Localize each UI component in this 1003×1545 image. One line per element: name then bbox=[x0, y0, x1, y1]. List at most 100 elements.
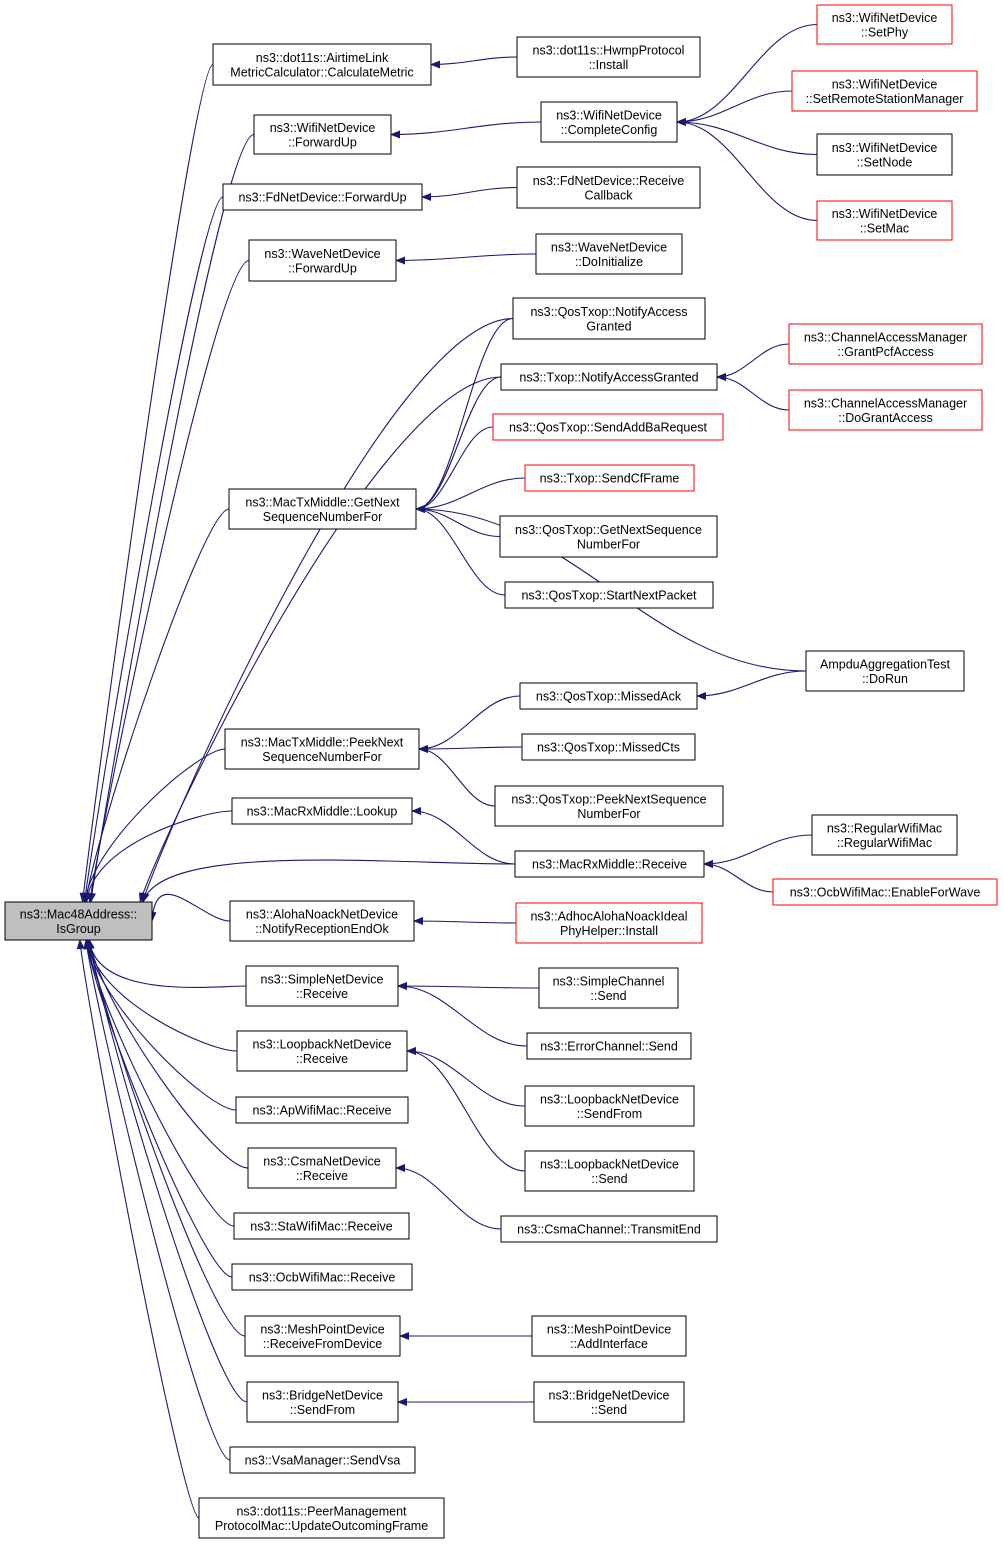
node-waveFwd[interactable]: ns3::WaveNetDevice::ForwardUp bbox=[248, 239, 397, 282]
node-box-txopNotify[interactable] bbox=[500, 363, 718, 391]
node-box-startNext[interactable] bbox=[504, 581, 714, 609]
node-loopSendFrom[interactable]: ns3::LoopbackNetDevice::SendFrom bbox=[524, 1085, 695, 1127]
node-box-fdFwd[interactable] bbox=[222, 183, 423, 211]
node-setMac[interactable]: ns3::WifiNetDevice::SetMac bbox=[816, 200, 953, 241]
node-vsa[interactable]: ns3::VsaManager::SendVsa bbox=[229, 1446, 416, 1474]
node-root[interactable]: ns3::Mac48Address::IsGroup bbox=[4, 901, 153, 941]
node-box-simpleRecv[interactable] bbox=[245, 965, 399, 1007]
node-sendCf[interactable]: ns3::Txop::SendCfFrame bbox=[524, 464, 695, 492]
node-box-simpleSend[interactable] bbox=[538, 967, 679, 1009]
node-loopSend[interactable]: ns3::LoopbackNetDevice::Send bbox=[524, 1150, 695, 1192]
node-loopRecv[interactable]: ns3::LoopbackNetDevice::Receive bbox=[236, 1030, 408, 1072]
node-regWifi[interactable]: ns3::RegularWifiMac::RegularWifiMac bbox=[811, 814, 958, 856]
node-txopNotify[interactable]: ns3::Txop::NotifyAccessGranted bbox=[500, 363, 718, 391]
node-rxLookup[interactable]: ns3::MacRxMiddle::Lookup bbox=[231, 797, 413, 825]
node-bridgeSend[interactable]: ns3::BridgeNetDevice::Send bbox=[533, 1381, 685, 1423]
node-box-meshRecv[interactable] bbox=[244, 1315, 401, 1357]
node-errSend[interactable]: ns3::ErrorChannel::Send bbox=[526, 1032, 692, 1060]
node-getNextMid[interactable]: ns3::MacTxMiddle::GetNextSequenceNumberF… bbox=[228, 488, 417, 530]
node-box-grantPcf[interactable] bbox=[788, 323, 983, 365]
node-box-qosNotify[interactable] bbox=[512, 297, 706, 340]
node-box-qosGetNext[interactable] bbox=[499, 515, 718, 558]
node-box-peekMid[interactable] bbox=[224, 728, 420, 770]
node-meshAdd[interactable]: ns3::MeshPointDevice::AddInterface bbox=[531, 1315, 687, 1357]
node-setRsm[interactable]: ns3::WifiNetDevice::SetRemoteStationMana… bbox=[791, 70, 978, 112]
node-ampdu[interactable]: AmpduAggregationTest::DoRun bbox=[805, 650, 965, 692]
node-missedAck[interactable]: ns3::QosTxop::MissedAck bbox=[519, 682, 698, 710]
node-box-qosPeek[interactable] bbox=[494, 785, 724, 827]
node-box-waveFwd[interactable] bbox=[248, 239, 397, 282]
node-box-bridgeSend[interactable] bbox=[533, 1381, 685, 1423]
node-box-rxRecv[interactable] bbox=[514, 850, 705, 878]
node-alohaNotify[interactable]: ns3::AlohaNoackNetDevice::NotifyReceptio… bbox=[229, 900, 415, 942]
node-box-loopRecv[interactable] bbox=[236, 1030, 408, 1072]
node-fdFwd[interactable]: ns3::FdNetDevice::ForwardUp bbox=[222, 183, 423, 211]
node-staRecv[interactable]: ns3::StaWifiMac::Receive bbox=[233, 1212, 410, 1240]
node-box-airtime[interactable] bbox=[212, 43, 432, 86]
node-airtime[interactable]: ns3::dot11s::AirtimeLinkMetricCalculator… bbox=[212, 43, 432, 86]
node-box-hwmp[interactable] bbox=[516, 36, 701, 78]
node-csmaRecv[interactable]: ns3::CsmaNetDevice::Receive bbox=[247, 1147, 397, 1189]
node-csmaTx[interactable]: ns3::CsmaChannel::TransmitEnd bbox=[500, 1215, 718, 1243]
node-adhocInstall[interactable]: ns3::AdhocAlohaNoackIdealPhyHelper::Inst… bbox=[515, 902, 703, 944]
node-box-staRecv[interactable] bbox=[233, 1212, 410, 1240]
node-box-setNode[interactable] bbox=[816, 133, 953, 176]
node-box-setPhy[interactable] bbox=[816, 4, 953, 45]
node-ocbEnable[interactable]: ns3::OcbWifiMac::EnableForWave bbox=[772, 878, 998, 906]
node-box-getNextMid[interactable] bbox=[228, 488, 417, 530]
node-box-bridgeFrom[interactable] bbox=[246, 1381, 399, 1423]
node-box-sendAddBa[interactable] bbox=[492, 413, 724, 441]
node-doGrant[interactable]: ns3::ChannelAccessManager::DoGrantAccess bbox=[788, 389, 983, 431]
node-box-errSend[interactable] bbox=[526, 1032, 692, 1060]
node-box-completeCfg[interactable] bbox=[540, 101, 678, 143]
node-box-vsa[interactable] bbox=[229, 1446, 416, 1474]
node-box-rxLookup[interactable] bbox=[231, 797, 413, 825]
node-qosNotify[interactable]: ns3::QosTxop::NotifyAccessGranted bbox=[512, 297, 706, 340]
node-setPhy[interactable]: ns3::WifiNetDevice::SetPhy bbox=[816, 4, 953, 45]
node-box-loopSend[interactable] bbox=[524, 1150, 695, 1192]
node-box-sendCf[interactable] bbox=[524, 464, 695, 492]
node-rxRecv[interactable]: ns3::MacRxMiddle::Receive bbox=[514, 850, 705, 878]
node-box-missedAck[interactable] bbox=[519, 682, 698, 710]
node-sendAddBa[interactable]: ns3::QosTxop::SendAddBaRequest bbox=[492, 413, 724, 441]
node-box-adhocInstall[interactable] bbox=[515, 902, 703, 944]
node-simpleRecv[interactable]: ns3::SimpleNetDevice::Receive bbox=[245, 965, 399, 1007]
node-hwmp[interactable]: ns3::dot11s::HwmpProtocol::Install bbox=[516, 36, 701, 78]
node-box-ocbRecv[interactable] bbox=[231, 1263, 413, 1291]
node-box-fdRecv[interactable] bbox=[516, 166, 701, 209]
node-peekMid[interactable]: ns3::MacTxMiddle::PeekNextSequenceNumber… bbox=[224, 728, 420, 770]
node-box-doGrant[interactable] bbox=[788, 389, 983, 431]
node-box-csmaRecv[interactable] bbox=[247, 1147, 397, 1189]
node-waveInit[interactable]: ns3::WaveNetDevice::DoInitialize bbox=[535, 233, 683, 275]
node-box-ocbEnable[interactable] bbox=[772, 878, 998, 906]
node-box-regWifi[interactable] bbox=[811, 814, 958, 856]
node-box-peerMgmt[interactable] bbox=[198, 1497, 445, 1539]
node-box-setRsm[interactable] bbox=[791, 70, 978, 112]
node-completeCfg[interactable]: ns3::WifiNetDevice::CompleteConfig bbox=[540, 101, 678, 143]
node-box-apRecv[interactable] bbox=[235, 1096, 409, 1124]
node-peerMgmt[interactable]: ns3::dot11s::PeerManagementProtocolMac::… bbox=[198, 1497, 445, 1539]
node-box-root[interactable] bbox=[4, 901, 153, 941]
node-meshRecv[interactable]: ns3::MeshPointDevice::ReceiveFromDevice bbox=[244, 1315, 401, 1357]
node-box-csmaTx[interactable] bbox=[500, 1215, 718, 1243]
node-grantPcf[interactable]: ns3::ChannelAccessManager::GrantPcfAcces… bbox=[788, 323, 983, 365]
node-box-meshAdd[interactable] bbox=[531, 1315, 687, 1357]
node-wifiFwd[interactable]: ns3::WifiNetDevice::ForwardUp bbox=[253, 114, 392, 155]
node-missedCts[interactable]: ns3::QosTxop::MissedCts bbox=[521, 733, 696, 761]
node-box-waveInit[interactable] bbox=[535, 233, 683, 275]
node-startNext[interactable]: ns3::QosTxop::StartNextPacket bbox=[504, 581, 714, 609]
node-ocbRecv[interactable]: ns3::OcbWifiMac::Receive bbox=[231, 1263, 413, 1291]
node-box-wifiFwd[interactable] bbox=[253, 114, 392, 155]
node-box-loopSendFrom[interactable] bbox=[524, 1085, 695, 1127]
node-box-setMac[interactable] bbox=[816, 200, 953, 241]
node-box-ampdu[interactable] bbox=[805, 650, 965, 692]
node-apRecv[interactable]: ns3::ApWifiMac::Receive bbox=[235, 1096, 409, 1124]
node-box-missedCts[interactable] bbox=[521, 733, 696, 761]
node-box-alohaNotify[interactable] bbox=[229, 900, 415, 942]
node-bridgeFrom[interactable]: ns3::BridgeNetDevice::SendFrom bbox=[246, 1381, 399, 1423]
node-simpleSend[interactable]: ns3::SimpleChannel::Send bbox=[538, 967, 679, 1009]
node-setNode[interactable]: ns3::WifiNetDevice::SetNode bbox=[816, 133, 953, 176]
